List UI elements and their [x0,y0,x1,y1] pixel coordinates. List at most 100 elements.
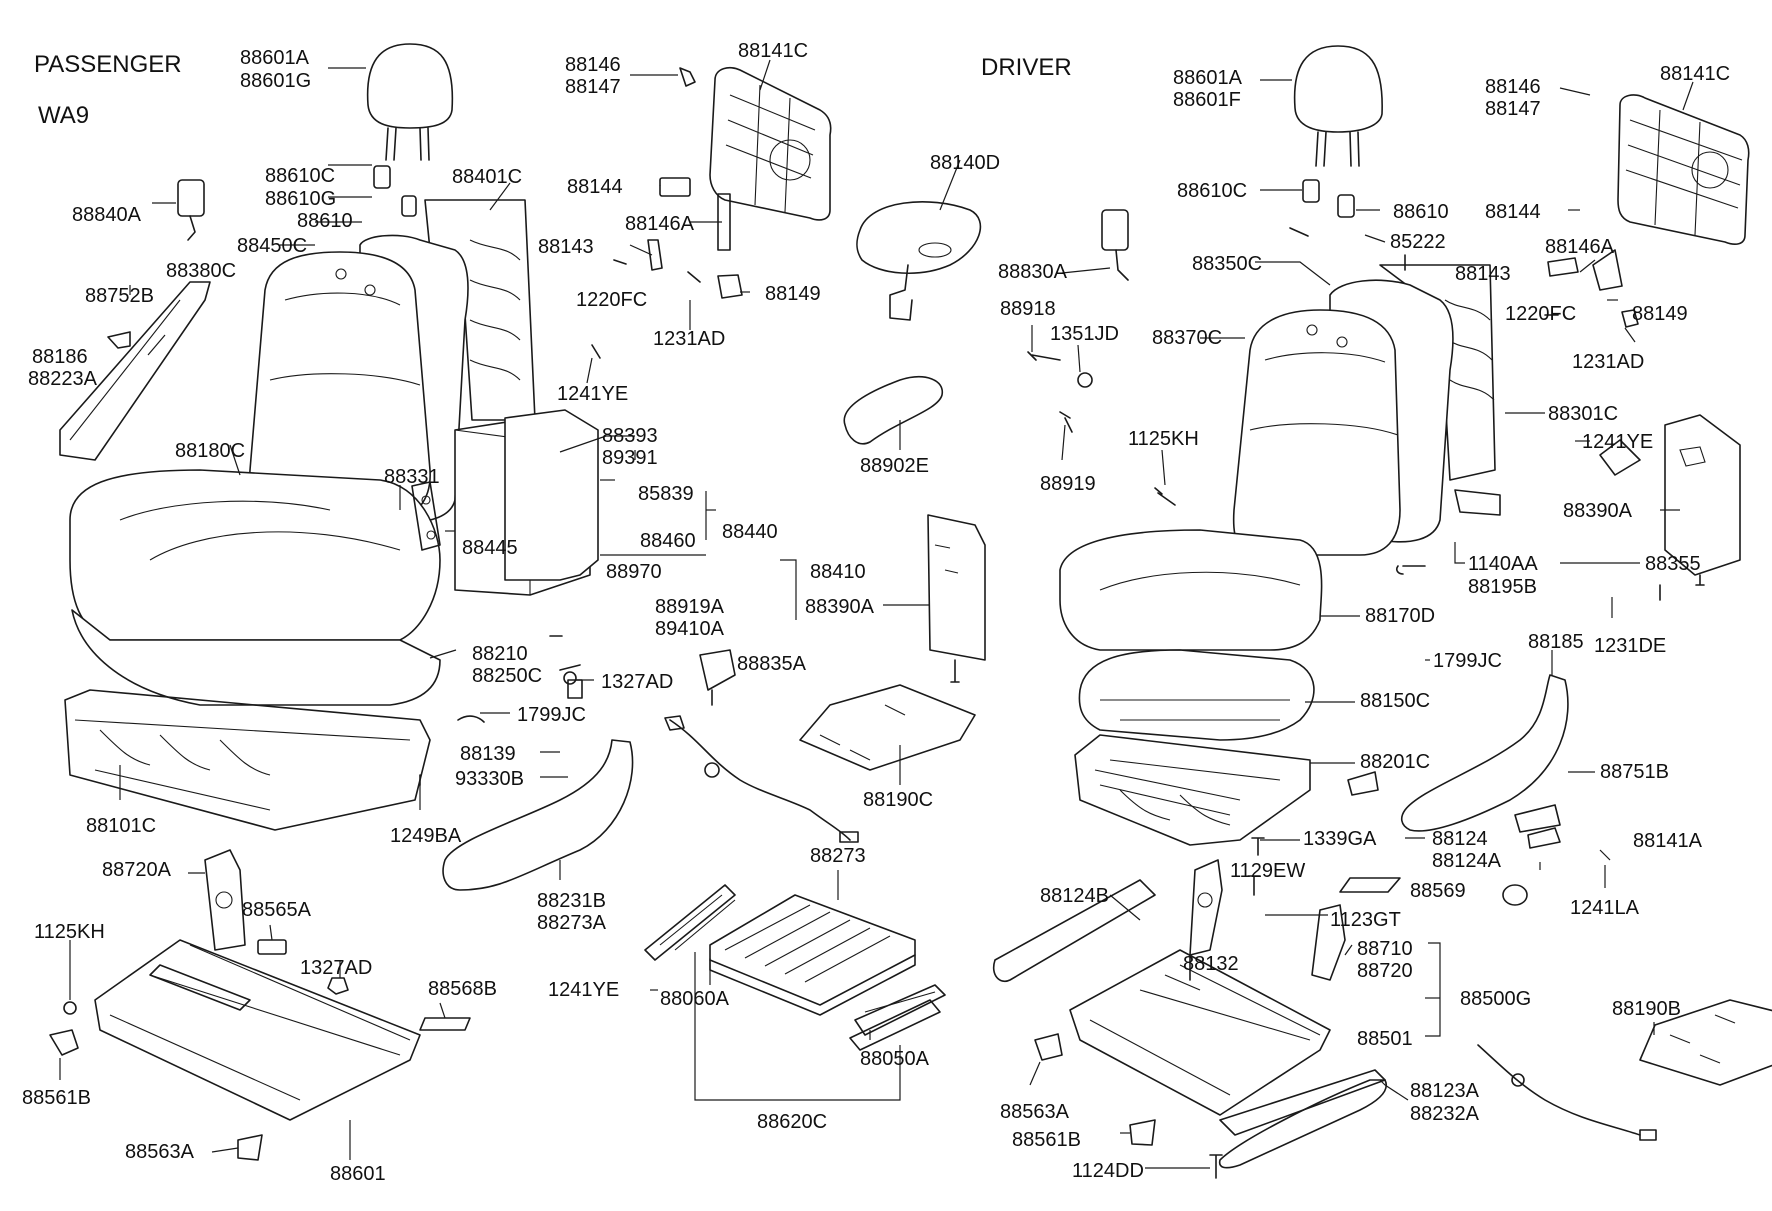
callout-label: 88610 [297,210,353,232]
callout-label: 88146A [1545,236,1615,258]
callout-label: 1339GA [1303,828,1377,850]
center-back-board-88390A [927,514,986,683]
callout-label: 88132 [1183,953,1239,975]
passenger-seat-cushion [69,469,441,706]
center-mat-88190C [799,684,976,771]
callout-label: 88101C [86,815,156,837]
callout-label: 88141C [1660,63,1730,85]
center-callouts: 88146 88147 88141C 88144 88146A 88143 12… [538,40,1000,1133]
callout-label: 88393 [602,425,658,447]
callout-label: 1799JC [1433,650,1502,672]
callout-label: 88144 [567,176,623,198]
callout-label: 88140D [930,152,1000,174]
callout-label: 1125KH [34,921,105,943]
callout-label: 88301C [1548,403,1618,425]
callout-label: 1123GT [1330,909,1401,931]
center-bracket-lines [694,952,901,1101]
callout-label: 88401C [452,166,522,188]
callout-label: 88186 [32,346,88,368]
callout-label: 88390A [805,596,875,618]
callout-label: 88141A [1633,830,1703,852]
callout-label: 1220FC [576,289,647,311]
callout-label: 88410 [810,561,866,583]
driver-buckle-88830A [1101,209,1129,281]
driver-side-shield-88124B [992,879,1156,982]
callout-label: 1241YE [1582,431,1653,453]
callout-label: 88568B [428,978,497,1000]
center-rails [644,884,946,1051]
callout-label: 88050A [860,1048,930,1070]
passenger-back-panel-88410 [454,409,599,596]
callout-label: 88610G [265,188,336,210]
callout-label: 85839 [638,483,694,505]
driver-cushion-frame-88150C [1078,649,1315,741]
callout-label: 1327AD [601,671,673,693]
callout-label: 88250C [472,665,542,687]
callout-label: 88370C [1152,327,1222,349]
callout-label: 88445 [462,537,518,559]
callout-label: 88147 [1485,98,1541,120]
callout-label: 88500G [1460,988,1531,1010]
callout-label: 88501 [1357,1028,1413,1050]
leader-lines [59,59,1694,1169]
callout-label: 88139 [460,743,516,765]
callout-label: 1241LA [1570,897,1640,919]
callout-label: 88124B [1040,885,1109,907]
callout-label: 1231AD [653,328,725,350]
callout-label: 1327AD [300,957,372,979]
callout-label: 88143 [538,236,594,258]
callout-label: 1231AD [1572,351,1644,373]
callout-label: 88380C [166,260,236,282]
callout-label: 88124A [1432,850,1502,872]
passenger-small-parts [49,635,583,1161]
callout-label: 1125KH [1128,428,1199,450]
callout-label: 93330B [455,768,524,790]
callout-label: 88830A [998,261,1068,283]
passenger-callouts: 88601A 88601G 88610C 88610G 88610 88840A… [22,47,866,1185]
callout-label: 88919 [1040,473,1096,495]
callout-label: 88273A [537,912,607,934]
callout-label: 88146A [625,213,695,235]
callout-label: 88601A [1173,67,1243,89]
callout-label: 1129EW [1230,860,1305,882]
driver-inner-frame-88141C [1617,94,1750,245]
callout-label: 88124 [1432,828,1488,850]
callout-label: 88918 [1000,298,1056,320]
passenger-side-trim-88231B [442,739,634,891]
callout-label: 88610C [1177,180,1247,202]
center-small-brackets [591,67,743,359]
callout-label: 89391 [602,447,658,469]
callout-label: 88569 [1410,880,1466,902]
callout-label: 88141C [738,40,808,62]
callout-label: 85222 [1390,231,1446,253]
callout-label: 1241YE [557,383,628,405]
callout-label: 88840A [72,204,142,226]
callout-label: 88752B [85,285,154,307]
driver-small-parts [1034,249,1641,1146]
callout-label: 88601A [240,47,310,69]
callout-label: 1249BA [390,825,462,847]
passenger-seat-track-88720A [94,849,421,1121]
callout-label: 88123A [1410,1080,1480,1102]
callout-label: 88273 [810,845,866,867]
callout-label: 88180C [175,440,245,462]
callout-label: 88450C [237,235,307,257]
callout-label: 88710 [1357,938,1413,960]
callout-label: 88601G [240,70,311,92]
callout-label: 88201C [1360,751,1430,773]
callout-label: 88601 [330,1163,386,1185]
callout-label: 88440 [722,521,778,543]
driver-back-board-88390A [1664,414,1741,586]
center-buckle-88835A [699,649,736,706]
callout-label: 88835A [737,653,807,675]
callout-label: 88223A [28,368,98,390]
callout-label: 1231DE [1594,635,1666,657]
driver-side-trim-88185 [1400,674,1569,832]
callout-label: 88232A [1410,1103,1480,1125]
callout-label: 88144 [1485,201,1541,223]
callout-label: 1124DD [1072,1160,1144,1182]
driver-mat-88190B [1477,999,1772,1141]
passenger-side-shield-88752B [59,281,211,461]
callout-label: 88390A [1563,500,1633,522]
